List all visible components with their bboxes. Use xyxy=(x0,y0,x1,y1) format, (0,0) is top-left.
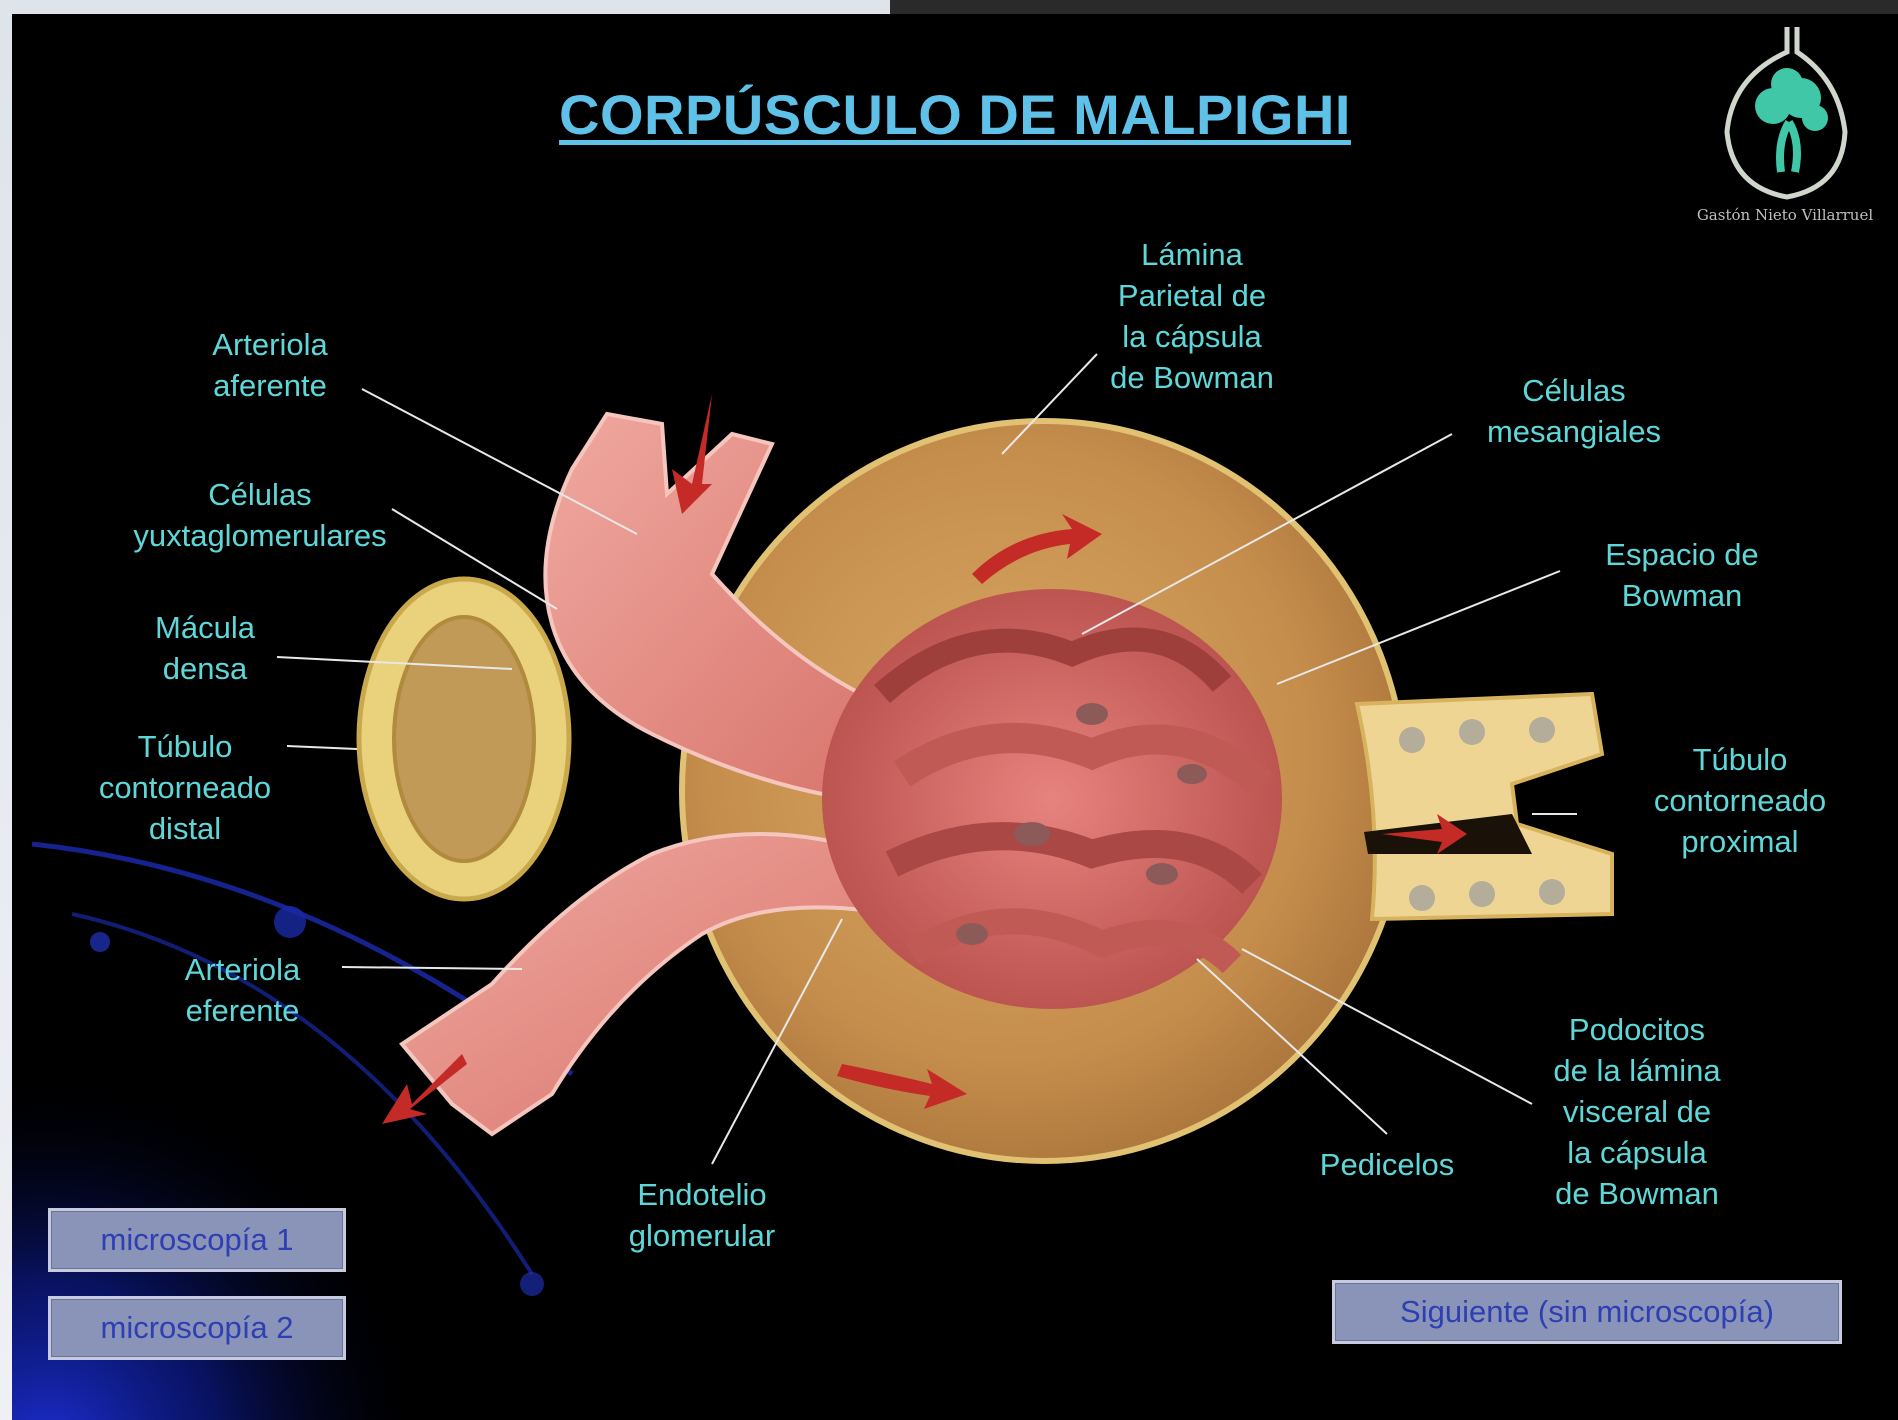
label-tubulo-contorneado-distal: Túbulo contorneado distal xyxy=(90,726,280,849)
label-lamina-parietal: Lámina Parietal de la cápsula de Bowman xyxy=(1092,234,1292,398)
glomerulus-shape xyxy=(822,589,1282,1009)
label-macula-densa: Mácula densa xyxy=(130,607,280,689)
microscopia-2-button[interactable]: microscopía 2 xyxy=(48,1296,346,1360)
label-arteriola-eferente: Arteriola eferente xyxy=(160,949,325,1031)
label-celulas-yuxtaglomerulares: Células yuxtaglomerulares xyxy=(110,474,410,556)
proximal-tubule-shape xyxy=(1357,694,1612,919)
distal-tubule-shape xyxy=(359,579,569,899)
label-endotelio-glomerular: Endotelio glomerular xyxy=(602,1174,802,1256)
label-pedicelos: Pedicelos xyxy=(1302,1144,1472,1185)
label-espacio-bowman: Espacio de Bowman xyxy=(1587,534,1777,616)
slide: CORPÚSCULO DE MALPIGHI Gastón Nieto Vill… xyxy=(12,14,1898,1420)
label-tubulo-contorneado-proximal: Túbulo contorneado proximal xyxy=(1640,739,1840,862)
label-arteriola-aferente: Arteriola aferente xyxy=(180,324,360,406)
label-celulas-mesangiales: Células mesangiales xyxy=(1474,370,1674,452)
siguiente-button[interactable]: Siguiente (sin microscopía) xyxy=(1332,1280,1842,1344)
label-podocitos: Podocitos de la lámina visceral de la cá… xyxy=(1537,1009,1737,1214)
microscopia-1-button[interactable]: microscopía 1 xyxy=(48,1208,346,1272)
